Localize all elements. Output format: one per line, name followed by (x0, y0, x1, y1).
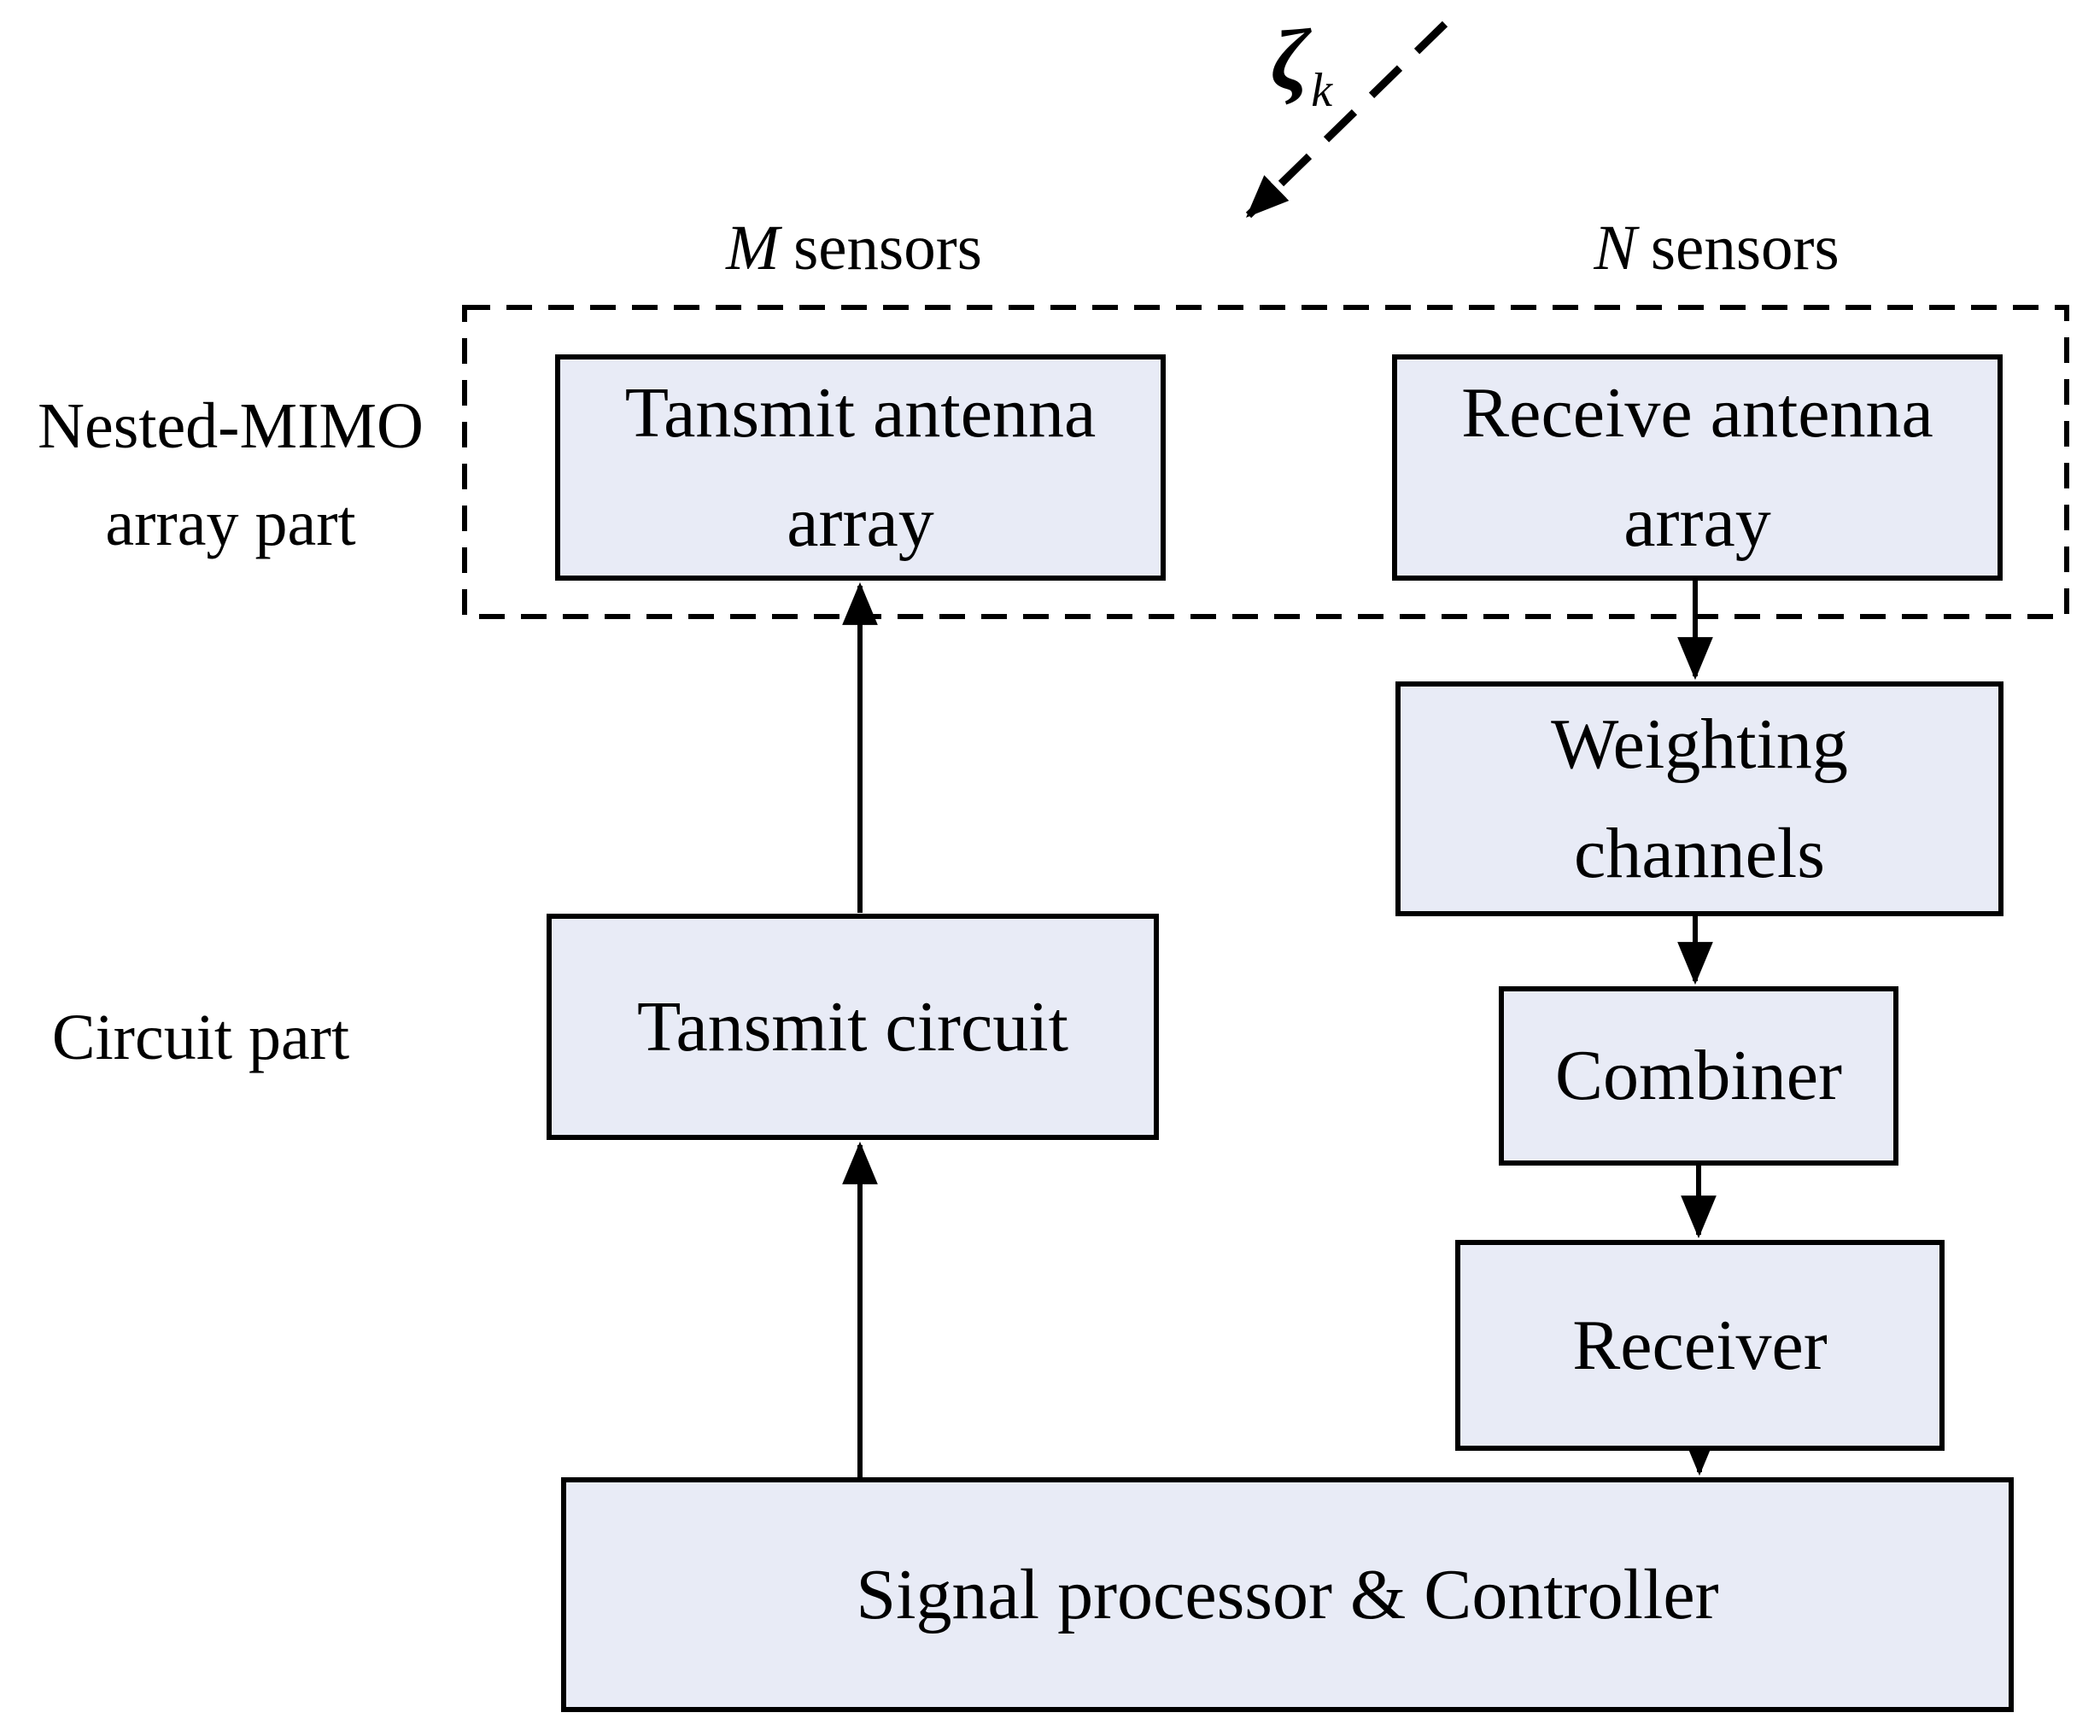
zeta-subscript: k (1311, 63, 1333, 117)
incoming-signal-arrow (1245, 20, 1448, 219)
weighting-channels-block: Weighting channels (1395, 681, 2003, 916)
circuit-part-label-text: Circuit part (51, 1002, 350, 1073)
combiner-label: Combiner (1555, 1036, 1842, 1116)
n-sensors-text: sensors (1650, 213, 1840, 283)
transmit-antenna-label-line1: Tansmit antenna (624, 372, 1097, 453)
receiver-block: Receiver (1455, 1240, 1945, 1451)
signal-processor-controller-block: Signal processor & Controller (561, 1477, 2014, 1712)
incoming-signal-symbol: ζk (1271, 10, 1332, 118)
receive-antenna-label-line1: Receive antenna (1461, 372, 1933, 453)
transmit-circuit-label: Tansmit circuit (637, 986, 1068, 1067)
weighting-label-line2: channels (1574, 813, 1825, 893)
weighting-label-line1: Weighting (1551, 704, 1848, 784)
zeta-symbol: ζ (1271, 12, 1309, 108)
nested-mimo-region-outline (462, 305, 2069, 619)
receive-antenna-label-line2: array (1623, 482, 1771, 562)
signal-processor-label: Signal processor & Controller (856, 1554, 1719, 1634)
transmit-circuit-block: Tansmit circuit (547, 914, 1159, 1140)
receiver-label: Receiver (1572, 1305, 1828, 1385)
n-variable: N (1594, 213, 1637, 283)
nested-mimo-label-line1: Nested-MIMO (38, 390, 424, 462)
combiner-block: Combiner (1499, 986, 1898, 1166)
m-variable: M (726, 213, 780, 283)
m-sensors-text: sensors (793, 213, 982, 283)
nested-mimo-label-line2: array part (105, 488, 356, 559)
circuit-part-label: Circuit part (30, 989, 371, 1086)
nested-mimo-region-label: Nested-MIMO array part (4, 377, 457, 572)
transmit-antenna-array-block: Tansmit antenna array (555, 354, 1166, 581)
transmit-antenna-label-line2: array (787, 482, 934, 562)
receive-antenna-array-block: Receive antenna array (1392, 354, 2003, 581)
